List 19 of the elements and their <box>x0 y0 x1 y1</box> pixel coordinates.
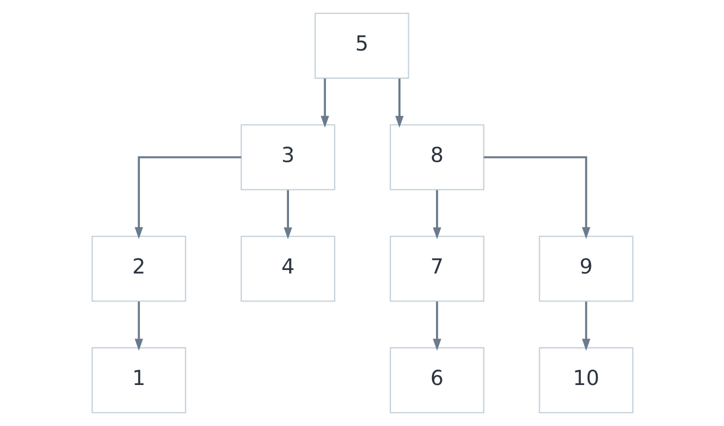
arrow <box>483 156 590 240</box>
node-box: 8 <box>389 124 484 190</box>
node-box: 2 <box>91 236 186 302</box>
node-box: 5 <box>314 12 409 79</box>
arrow <box>394 78 404 128</box>
arrow <box>283 190 292 240</box>
node-box: 4 <box>240 236 335 302</box>
arrow <box>581 302 590 351</box>
node-box: 1 <box>91 347 186 414</box>
node-box: 7 <box>389 236 484 302</box>
arrow <box>320 78 329 128</box>
arrow <box>134 302 143 351</box>
arrow <box>432 190 441 240</box>
node-box: 3 <box>240 124 335 190</box>
node-box: 9 <box>538 236 633 302</box>
node-box: 10 <box>538 347 633 414</box>
node-box: 6 <box>389 347 484 414</box>
arrow <box>134 156 241 240</box>
arrow <box>432 302 441 351</box>
